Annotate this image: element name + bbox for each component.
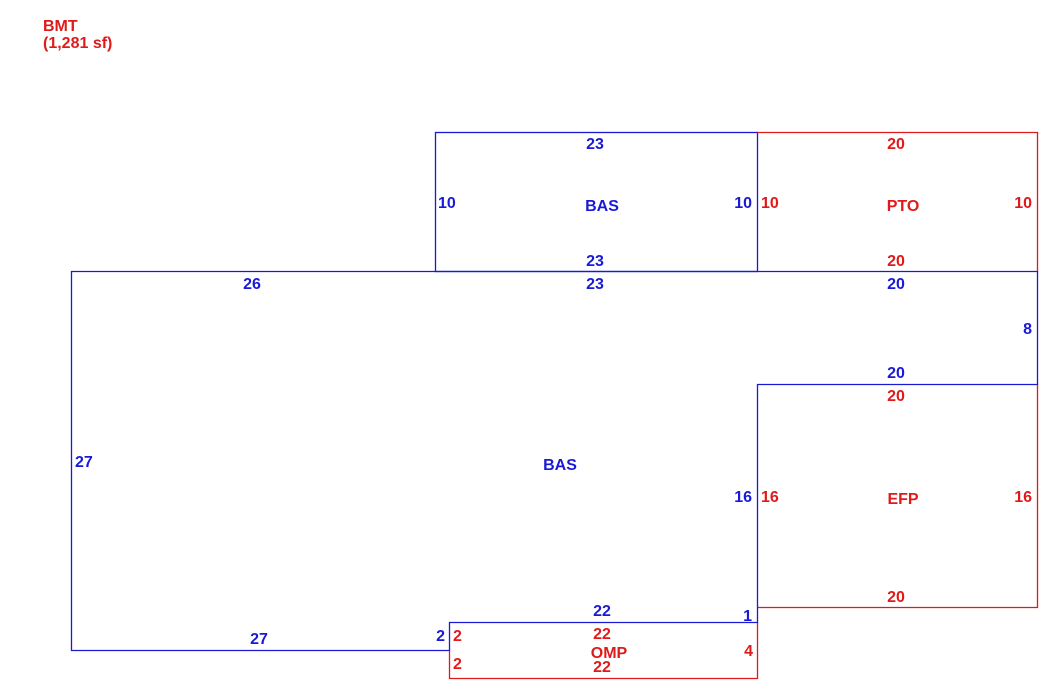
area-pto: 20 10 10 20 PTO	[757, 131, 1039, 272]
bas-main-outline	[70, 270, 1039, 652]
efp-outline	[757, 384, 1039, 609]
omp-top-dim: 22	[593, 626, 611, 643]
area-bas-main: 26 23 20 8 20 16 1 22 2 27 27 BAS	[70, 270, 1039, 652]
bas-main-bottom-dim: 27	[250, 631, 268, 648]
pto-left-dim: 10	[761, 195, 779, 212]
bas-main-top-right-dim: 20	[887, 276, 905, 293]
omp-left-lower-dim: 2	[453, 656, 462, 673]
omp-outline	[448, 622, 759, 680]
efp-label: EFP	[887, 491, 918, 508]
bas-upper-bottom-dim: 23	[586, 253, 604, 270]
area-omp: 22 2 2 4 OMP 22	[448, 622, 759, 680]
omp-left-upper-dim: 2	[453, 628, 462, 645]
omp-bottom-dim: 22	[593, 659, 611, 676]
area-legend: BMT (1,281 sf)	[43, 18, 112, 52]
bas-main-left-dim: 27	[75, 454, 93, 471]
pto-label: PTO	[887, 198, 920, 215]
bas-upper-label: BAS	[585, 198, 619, 215]
bas-main-label: BAS	[543, 457, 577, 474]
omp-label: OMP	[591, 645, 628, 662]
bas-main-step-left-dim: 2	[436, 628, 445, 645]
bas-upper-right-dim: 10	[734, 195, 752, 212]
bas-upper-left-dim: 10	[438, 195, 456, 212]
bas-upper-top-dim: 23	[586, 136, 604, 153]
bas-main-step-small-dim: 1	[743, 608, 752, 625]
bas-main-right-upper-dim: 8	[1023, 321, 1032, 338]
efp-left-dim: 16	[761, 489, 779, 506]
legend-label: BMT	[43, 18, 78, 35]
bas-main-top-mid-dim: 23	[586, 276, 604, 293]
pto-outline	[757, 131, 1039, 272]
bas-main-step-top-dim: 20	[887, 365, 905, 382]
legend-area: (1,281 sf)	[43, 35, 113, 52]
area-efp: 20 16 16 20 EFP	[757, 384, 1039, 609]
bas-main-step-bottom-dim: 22	[593, 603, 611, 620]
omp-right-dim: 4	[744, 643, 753, 660]
pto-bottom-dim: 20	[887, 253, 905, 270]
pto-top-dim: 20	[887, 136, 905, 153]
bas-main-top-left-dim: 26	[243, 276, 261, 293]
pto-right-dim: 10	[1014, 195, 1032, 212]
efp-top-dim: 20	[887, 388, 905, 405]
area-bas-upper: 23 10 10 23 BAS	[434, 131, 759, 273]
efp-bottom-dim: 20	[887, 589, 905, 606]
efp-right-dim: 16	[1014, 489, 1032, 506]
bas-main-right-lower-dim: 16	[734, 489, 752, 506]
